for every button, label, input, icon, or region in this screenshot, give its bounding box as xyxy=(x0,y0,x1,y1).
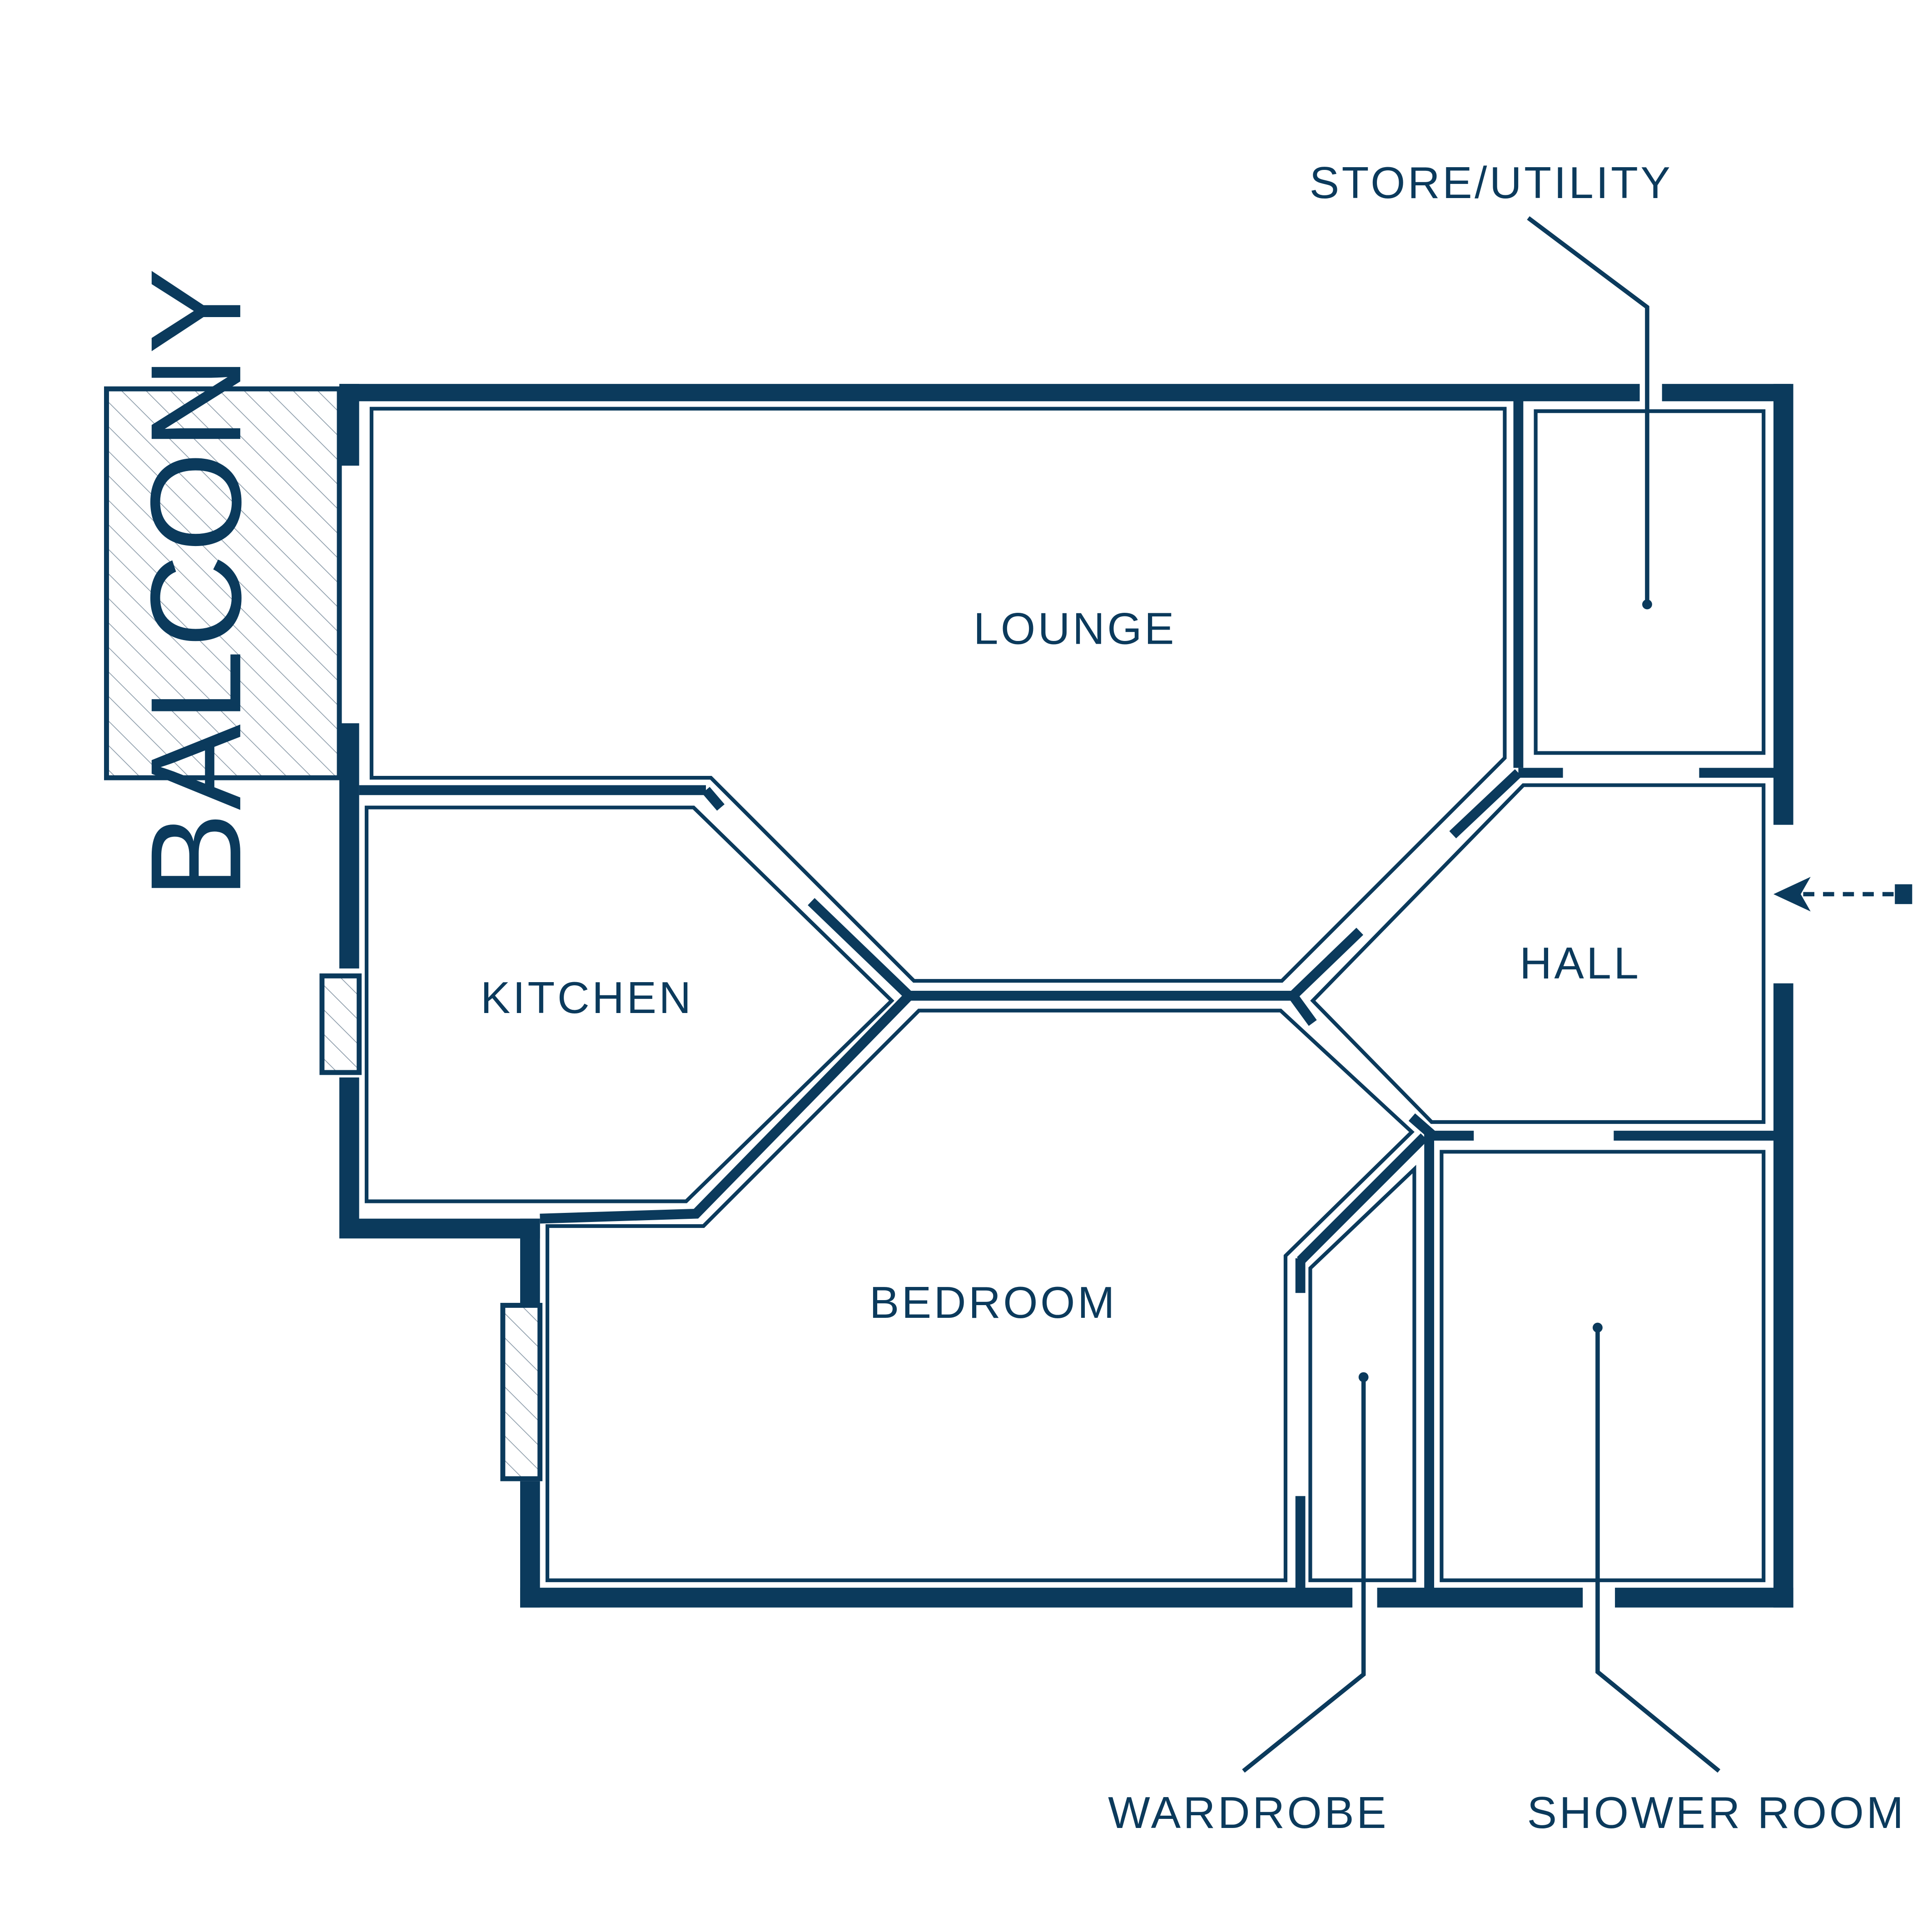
room-label-bedroom: BEDROOM xyxy=(869,1277,1117,1327)
room-label-kitchen: KITCHEN xyxy=(481,973,694,1023)
entrance-arrow-icon xyxy=(1773,877,1912,912)
outer-walls xyxy=(339,384,1793,1608)
callout-wardrobe: WARDROBE xyxy=(1108,1372,1389,1838)
interior-walls xyxy=(359,396,1778,1592)
room-outlines xyxy=(364,407,1766,1582)
kitchen-window xyxy=(319,973,362,1075)
balcony xyxy=(104,386,342,780)
callout-label-store-utility: STORE/UTILITY xyxy=(1310,158,1673,208)
room-label-balcony: BALCONY xyxy=(124,266,268,899)
windows xyxy=(319,973,543,1481)
callout-store-utility: STORE/UTILITY xyxy=(1310,158,1673,610)
bedroom-window xyxy=(500,1303,543,1481)
callout-label-wardrobe: WARDROBE xyxy=(1108,1788,1389,1838)
room-label-lounge: LOUNGE xyxy=(973,604,1177,654)
room-label-hall: HALL xyxy=(1520,938,1641,988)
callout-label-shower-room: SHOWER ROOM xyxy=(1527,1788,1906,1838)
callout-shower-room: SHOWER ROOM xyxy=(1527,1322,1906,1838)
